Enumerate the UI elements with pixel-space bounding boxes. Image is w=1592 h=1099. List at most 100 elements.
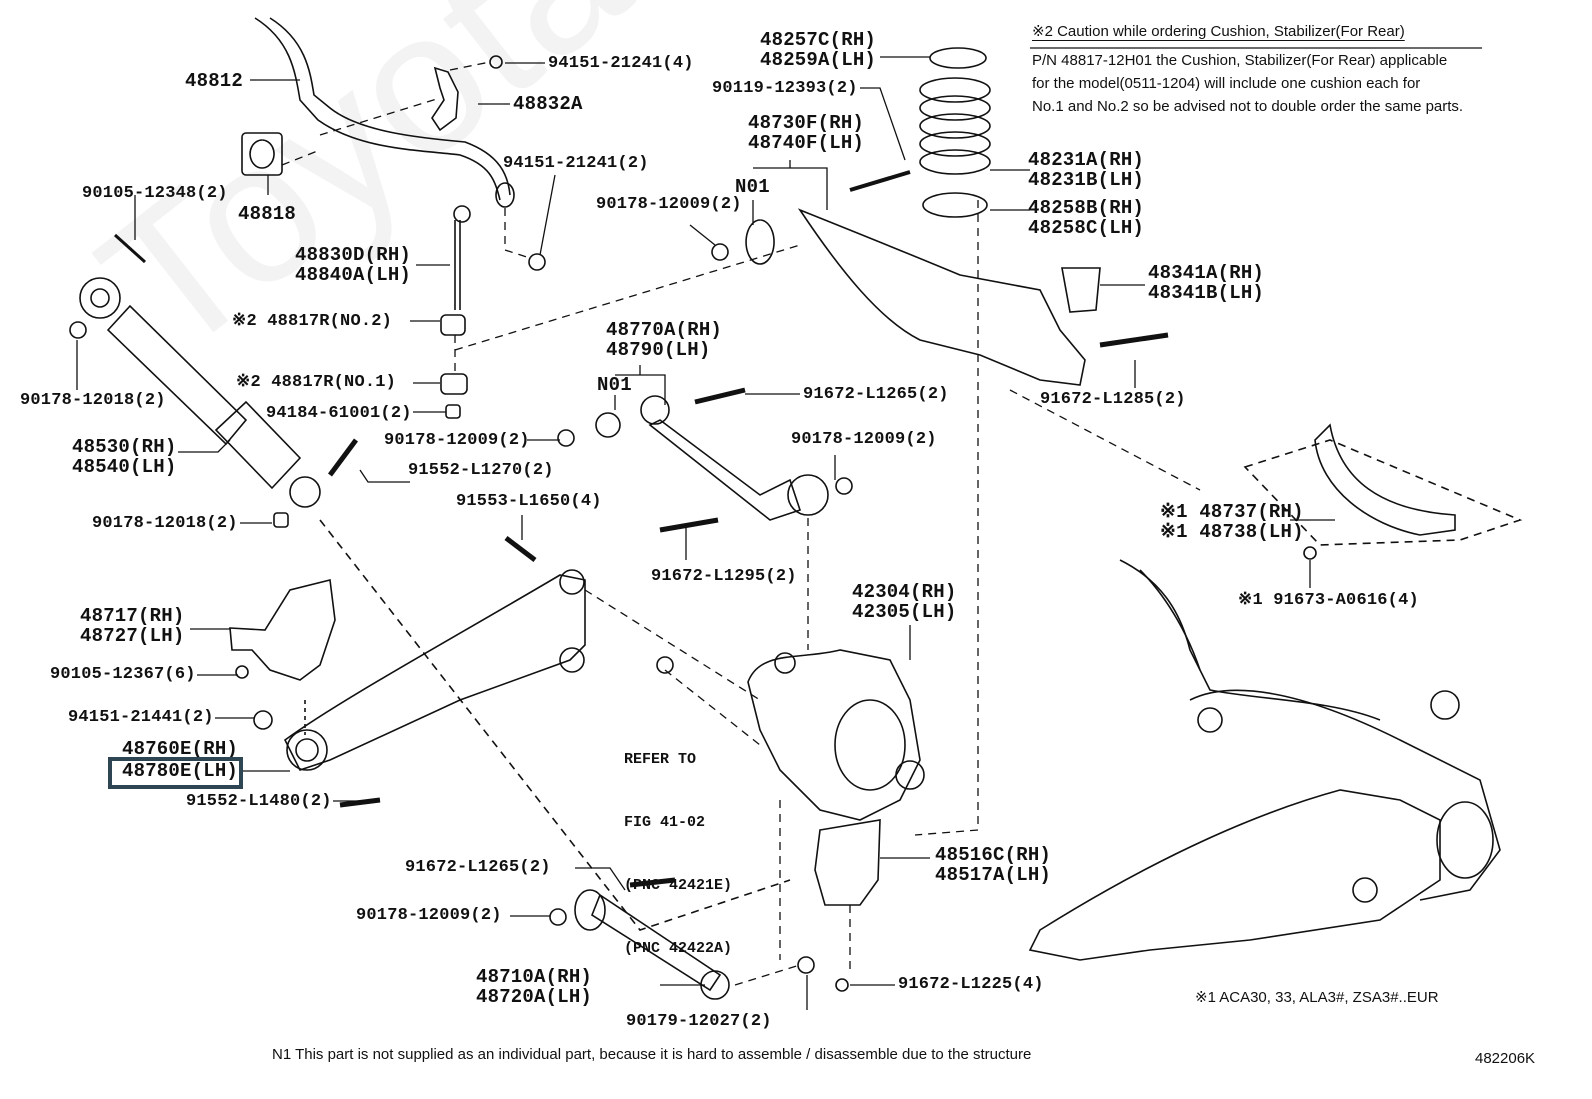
part-label-48540-lh: 48540(LH)	[72, 456, 177, 478]
part-label-48830D-rh: 48830D(RH)	[295, 244, 412, 266]
part-label-91553-L1650[interactable]: 91553-L1650(4)	[456, 492, 602, 511]
shock-absorber-part	[69, 233, 321, 508]
part-label-91552-L1270[interactable]: 91552-L1270(2)	[408, 461, 554, 480]
caution-line-2: for the model(0511-1204) will include on…	[1032, 75, 1421, 92]
refer-line-1: REFER TO	[624, 751, 697, 768]
part-label-90178-12018-bot[interactable]: 90178-12018(2)	[92, 514, 238, 533]
refer-to-note[interactable]: REFER TO FIG 41-02 (PNC 42421E) (PNC 424…	[624, 707, 732, 980]
part-label-48717[interactable]: 48717(RH) 48727(LH)	[80, 606, 184, 646]
part-label-48737-rh: ※1 48737(RH)	[1160, 501, 1304, 523]
nut-94184	[445, 404, 461, 419]
stabilizer-bushing-part	[241, 132, 283, 176]
part-label-48257C-rh: 48257C(RH)	[760, 29, 877, 51]
part-label-48818[interactable]: 48818	[238, 203, 297, 225]
part-label-42305-lh: 42305(LH)	[852, 601, 957, 623]
part-label-48817R-no2[interactable]: ※2 48817R(NO.2)	[232, 312, 393, 331]
part-label-90178-12018-top[interactable]: 90178-12018(2)	[20, 391, 166, 410]
toe-control-arm-part	[549, 877, 730, 1000]
part-label-48770A-rh: 48770A(RH)	[606, 319, 723, 341]
part-label-91672-L1265-mid[interactable]: 91672-L1265(2)	[803, 385, 949, 404]
part-label-90178-12009-right[interactable]: 90178-12009(2)	[791, 430, 937, 449]
stabilizer-link-part	[453, 205, 546, 310]
part-label-48258B[interactable]: 48258B(RH) 48258C(LH)	[1028, 198, 1144, 238]
bump-stopper	[1061, 267, 1101, 313]
part-label-94151-21241-4[interactable]: 94151-21241(4)	[548, 54, 694, 73]
part-label-48790-lh: 48790(LH)	[606, 339, 711, 361]
part-label-48780E[interactable]: 48780E(LH)	[122, 760, 239, 782]
part-label-90105-12348[interactable]: 90105-12348(2)	[82, 184, 228, 203]
part-label-90119-12393[interactable]: 90119-12393(2)	[712, 79, 858, 98]
part-label-48516C[interactable]: 48516C(RH) 48517A(LH)	[935, 845, 1051, 885]
part-label-48516C-rh: 48516C(RH)	[935, 844, 1052, 866]
part-label-91672-L1225[interactable]: 91672-L1225(4)	[898, 975, 1044, 994]
part-label-91672-L1285[interactable]: 91672-L1285(2)	[1040, 390, 1186, 409]
part-label-48517A-lh: 48517A(LH)	[935, 864, 1052, 886]
part-label-42304-rh: 42304(RH)	[852, 581, 957, 603]
refer-line-3: (PNC 42421E)	[624, 877, 733, 894]
refer-line-2: FIG 41-02	[624, 814, 706, 831]
part-label-48717-rh: 48717(RH)	[80, 605, 185, 627]
part-label-48730F-rh: 48730F(RH)	[748, 112, 865, 134]
spring-upper-seat	[929, 47, 987, 69]
part-label-90178-12009-bot[interactable]: 90178-12009(2)	[356, 906, 502, 925]
part-label-48817R-no1[interactable]: ※2 48817R(NO.1)	[236, 373, 397, 392]
part-label-91673-A0616[interactable]: ※1 91673-A0616(4)	[1238, 591, 1419, 610]
part-label-48530[interactable]: 48530(RH) 48540(LH)	[72, 437, 176, 477]
part-label-90105-12367[interactable]: 90105-12367(6)	[50, 665, 196, 684]
part-label-48740F-lh: 48740F(LH)	[748, 132, 865, 154]
part-label-94151-21241-2[interactable]: 94151-21241(2)	[503, 154, 649, 173]
part-label-48738-lh: ※1 48738(LH)	[1160, 521, 1304, 543]
part-label-48770A[interactable]: 48770A(RH) 48790(LH)	[606, 320, 722, 360]
refer-line-4: (PNC 42422A)	[624, 940, 733, 957]
part-label-91672-L1295[interactable]: 91672-L1295(2)	[651, 567, 797, 586]
part-label-48737[interactable]: ※1 48737(RH) ※1 48738(LH)	[1160, 502, 1304, 542]
part-label-48231A-rh: 48231A(RH)	[1028, 149, 1145, 171]
part-label-48258B-rh: 48258B(RH)	[1028, 197, 1145, 219]
assembled-suspension-view	[1028, 559, 1501, 961]
caution-title: ※2 Caution while ordering Cushion, Stabi…	[1032, 23, 1405, 40]
part-label-48259A-lh: 48259A(LH)	[760, 49, 877, 71]
part-label-90179-12027[interactable]: 90179-12027(2)	[626, 1012, 772, 1031]
stabilizer-bracket-part	[431, 55, 503, 132]
part-label-48830D[interactable]: 48830D(RH) 48840A(LH)	[295, 245, 411, 285]
part-label-90178-12009-top[interactable]: 90178-12009(2)	[596, 195, 742, 214]
part-label-48840A-lh: 48840A(LH)	[295, 264, 412, 286]
lower-control-arm-part	[253, 569, 586, 771]
n01-label-top: N01	[735, 176, 770, 198]
highlighted-part-box	[108, 757, 243, 789]
part-label-48720A-lh: 48720A(LH)	[476, 986, 593, 1008]
caution-line-3: No.1 and No.2 so be advised not to doubl…	[1032, 98, 1464, 115]
part-label-91552-L1480[interactable]: 91552-L1480(2)	[186, 792, 332, 811]
coil-spring-part	[919, 77, 991, 175]
assembly-guide-lines	[281, 61, 1201, 986]
part-label-48832A[interactable]: 48832A	[513, 93, 583, 115]
part-label-48341B-lh: 48341B(LH)	[1148, 282, 1265, 304]
part-label-48727-lh: 48727(LH)	[80, 625, 185, 647]
stabilizer-bar	[254, 17, 501, 201]
mount-bracket-part	[814, 819, 881, 906]
part-label-48341A-rh: 48341A(RH)	[1148, 262, 1265, 284]
steering-knuckle-part	[656, 649, 925, 821]
n01-label-mid: N01	[597, 374, 632, 396]
part-label-48812[interactable]: 48812	[185, 70, 244, 92]
part-label-42304[interactable]: 42304(RH) 42305(LH)	[852, 582, 956, 622]
part-label-48760E[interactable]: 48760E(RH)	[122, 738, 239, 760]
part-label-48257C[interactable]: 48257C(RH) 48259A(LH)	[760, 30, 876, 70]
part-label-48710A[interactable]: 48710A(RH) 48720A(LH)	[476, 967, 592, 1007]
part-label-90178-12009-mid[interactable]: 90178-12009(2)	[384, 431, 530, 450]
part-label-48730F[interactable]: 48730F(RH) 48740F(LH)	[748, 113, 864, 153]
part-label-48231A[interactable]: 48231A(RH) 48231B(LH)	[1028, 150, 1144, 190]
cushion-no1	[440, 373, 468, 395]
part-label-48231B-lh: 48231B(LH)	[1028, 169, 1145, 191]
splash-shield-part	[1243, 423, 1523, 560]
upper-lateral-arm-part	[557, 387, 853, 533]
figure-id: 482206K	[1475, 1050, 1536, 1067]
part-label-48530-rh: 48530(RH)	[72, 436, 177, 458]
cushion-no2	[440, 314, 466, 336]
part-label-94184-61001[interactable]: 94184-61001(2)	[266, 404, 412, 423]
part-label-48341A[interactable]: 48341A(RH) 48341B(LH)	[1148, 263, 1264, 303]
part-label-91672-L1265-bot[interactable]: 91672-L1265(2)	[405, 858, 551, 877]
part-label-94151-21441[interactable]: 94151-21441(2)	[68, 708, 214, 727]
arm-bracket-part	[229, 579, 336, 681]
